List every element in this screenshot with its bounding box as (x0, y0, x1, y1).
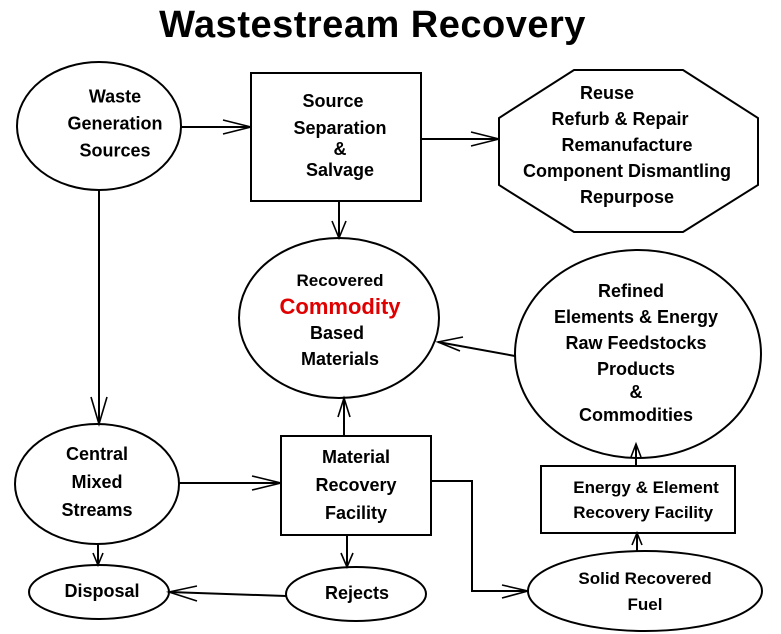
node-source-separation-shape[interactable] (250, 72, 422, 202)
node-solid-fuel[interactable]: Solid Recovered Fuel (578, 566, 711, 618)
node-label-line: Material (321, 447, 391, 467)
node-label-line: Products (596, 359, 675, 379)
node-label-line: Salvage (305, 160, 375, 180)
diagram-title: Wastestream Recovery (159, 4, 586, 46)
node-label-line: Recovery Facility (573, 503, 714, 522)
node-label-line: Generation (67, 113, 163, 134)
node-label-line: Energy & Element (573, 478, 719, 497)
node-label-line: Waste (88, 86, 142, 107)
node-label-line: Disposal (64, 581, 140, 601)
edge-source-to-commodity (331, 201, 347, 241)
node-label-line: Streams (61, 500, 133, 520)
node-refined-elements-shape[interactable] (514, 249, 762, 459)
edge-rejects-to-disposal (165, 585, 287, 602)
node-label-line: Sources (79, 140, 151, 161)
node-rejects-shape[interactable] (285, 566, 427, 622)
edge-refined-to-commodity (435, 336, 516, 357)
node-label-line: Component Dismantling (523, 161, 731, 181)
node-reuse[interactable]: Reuse Refurb & Repair Remanufacture Comp… (523, 80, 731, 210)
node-label-line: Source (302, 91, 364, 111)
node-label-line: Raw Feedstocks (565, 333, 707, 353)
node-label-line: Repurpose (579, 187, 675, 207)
node-label-line: & (333, 139, 347, 159)
node-label-line: Commodities (578, 405, 693, 425)
edge-central-to-mrf (179, 475, 282, 491)
edge-energy-to-refined (630, 441, 642, 466)
edge-waste-to-central (90, 190, 108, 427)
node-disposal[interactable]: Disposal (64, 579, 139, 603)
edge-mrf-to-commodity (337, 395, 351, 436)
edge-waste-to-source (181, 119, 252, 135)
node-recovered-commodity[interactable]: Recovered Commodity Based Materials (280, 268, 401, 372)
node-label-line: Central (65, 444, 129, 464)
edge-mrf-to-solidfuel (431, 480, 529, 599)
node-label-line: Mixed (71, 472, 123, 492)
node-refined-elements[interactable]: Refined Elements & Energy Raw Feedstocks… (554, 278, 718, 428)
node-energy-element[interactable]: Energy & Element Recovery Facility (573, 475, 719, 525)
node-reuse-shape[interactable] (498, 69, 759, 233)
node-label-line: Refurb & Repair (551, 109, 689, 129)
node-label-line: Refined (597, 281, 664, 301)
node-label-line: Materials (300, 349, 380, 369)
node-rejects[interactable]: Rejects (325, 581, 389, 605)
node-label-line: Separation (293, 118, 387, 138)
node-central-mixed[interactable]: Central Mixed Streams (61, 440, 132, 524)
node-label-line: Recovery (315, 475, 397, 495)
node-label-line: Fuel (627, 595, 663, 614)
node-source-separation[interactable]: Source Separation & Salvage (293, 91, 386, 181)
node-label-line: Rejects (324, 583, 390, 603)
node-label-accent: Commodity (279, 294, 401, 319)
node-label-line: Reuse (579, 83, 635, 103)
node-label-line: Facility (324, 503, 388, 523)
node-label-line: & (629, 382, 643, 402)
node-label-line: Solid Recovered (578, 569, 712, 588)
node-waste-generation[interactable]: Waste Generation Sources (67, 84, 162, 165)
node-label-line: Recovered (296, 271, 384, 290)
node-material-recovery[interactable]: Material Recovery Facility (315, 443, 396, 527)
node-label-line: Remanufacture (561, 135, 693, 155)
node-material-recovery-shape[interactable] (280, 435, 432, 536)
node-label-line: Based (309, 323, 365, 343)
edge-mrf-to-rejects (340, 535, 354, 570)
edge-solidfuel-to-energy (631, 530, 643, 551)
node-label-line: Elements & Energy (553, 307, 719, 327)
edge-central-to-disposal (92, 544, 104, 568)
edge-source-to-reuse (421, 131, 500, 147)
